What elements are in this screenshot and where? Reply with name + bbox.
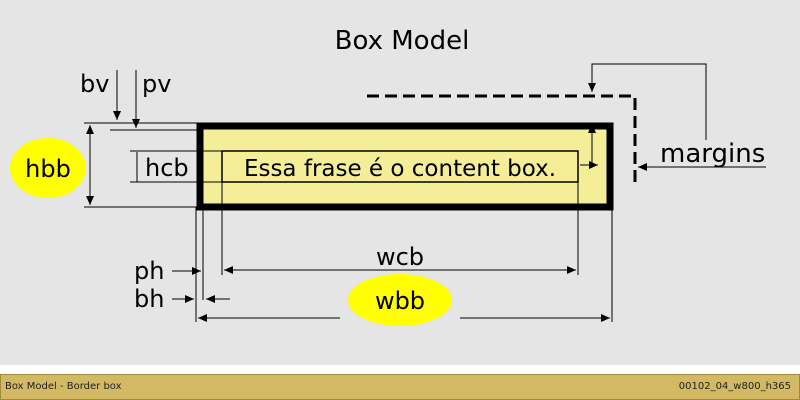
wcb-label: wcb xyxy=(376,243,424,271)
hcb-label: hcb xyxy=(145,154,189,182)
diagram-title: Box Model xyxy=(335,26,470,56)
content-box xyxy=(221,150,579,183)
bh-label: bh xyxy=(134,285,164,313)
wbb-highlight xyxy=(348,274,452,326)
pv-label: pv xyxy=(142,70,171,98)
border-box xyxy=(196,122,614,211)
bv-label: bv xyxy=(80,70,109,98)
diagram-canvas: Box Model Essa frase é o content box. bv… xyxy=(0,0,800,365)
wbb-label: wbb xyxy=(375,287,425,315)
caption-text: Box Model - Border box xyxy=(5,381,122,392)
hbb-label: hbb xyxy=(25,155,71,183)
file-id: 00102_04_w800_h365 xyxy=(678,381,791,392)
margin-outline xyxy=(367,94,637,188)
margins-arrow-top xyxy=(588,63,707,140)
caption-bar: Box Model - Border box 00102_04_w800_h36… xyxy=(0,374,800,400)
hbb-highlight xyxy=(10,138,86,198)
box-model-diagram: Box Model Essa frase é o content box. bv… xyxy=(10,26,766,326)
content-box-text: Essa frase é o content box. xyxy=(244,156,556,182)
margins-label: margins xyxy=(660,139,765,169)
ph-label: ph xyxy=(134,257,164,285)
